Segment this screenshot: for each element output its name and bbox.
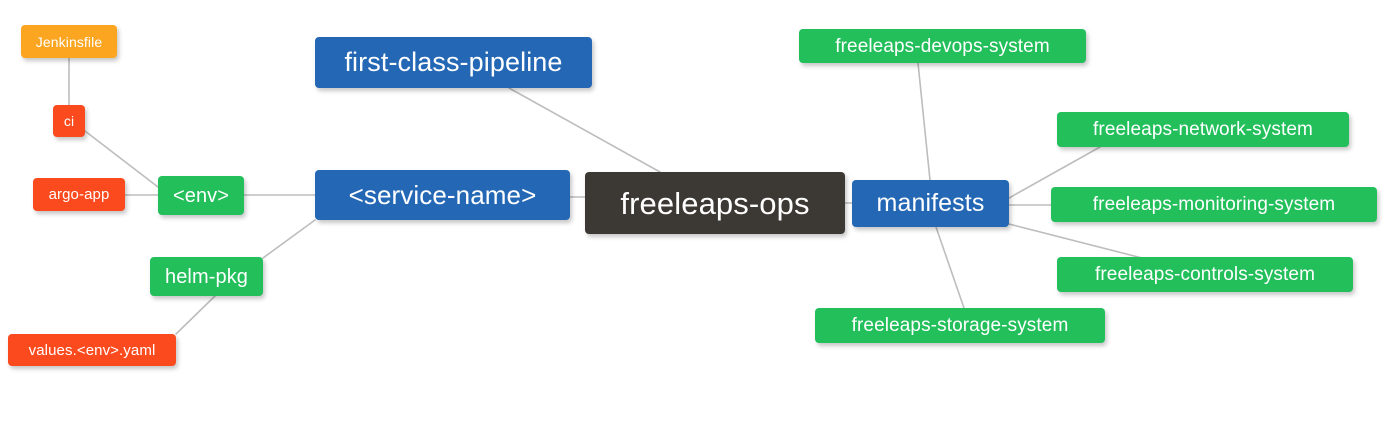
node-label-freeleaps-storage-system: freeleaps-storage-system	[851, 315, 1069, 336]
node-freeleaps-network-system[interactable]: freeleaps-network-system	[1057, 112, 1349, 147]
node-label-env: <env>	[172, 184, 230, 207]
edge-manifests-to-freeleaps-controls-system	[1008, 223, 1143, 259]
node-service-name[interactable]: <service-name>	[315, 170, 570, 220]
node-label-jenkinsfile: Jenkinsfile	[35, 33, 103, 50]
node-manifests[interactable]: manifests	[852, 180, 1009, 227]
node-values-env-yaml[interactable]: values.<env>.yaml	[8, 334, 176, 366]
node-freeleaps-controls-system[interactable]: freeleaps-controls-system	[1057, 257, 1353, 292]
node-argo-app[interactable]: argo-app	[33, 178, 125, 211]
node-freeleaps-devops-system[interactable]: freeleaps-devops-system	[799, 29, 1086, 63]
node-label-first-class-pipeline: first-class-pipeline	[344, 47, 563, 77]
node-freeleaps-monitoring-system[interactable]: freeleaps-monitoring-system	[1051, 187, 1377, 222]
edge-first-class-pipeline-to-freeleaps-ops	[508, 87, 661, 173]
node-env[interactable]: <env>	[158, 176, 244, 215]
node-label-argo-app: argo-app	[48, 186, 110, 203]
node-label-freeleaps-ops: freeleaps-ops	[620, 185, 810, 221]
edge-service-name-to-helm-pkg	[262, 219, 316, 259]
node-helm-pkg[interactable]: helm-pkg	[150, 257, 263, 296]
node-label-ci: ci	[63, 113, 75, 129]
node-first-class-pipeline[interactable]: first-class-pipeline	[315, 37, 592, 88]
edge-manifests-to-freeleaps-storage-system	[935, 226, 965, 309]
edge-manifests-to-freeleaps-devops-system	[917, 62, 931, 181]
node-ci[interactable]: ci	[53, 105, 85, 137]
node-jenkinsfile[interactable]: Jenkinsfile	[21, 25, 117, 58]
node-freeleaps-ops[interactable]: freeleaps-ops	[585, 172, 845, 234]
node-label-manifests: manifests	[876, 189, 985, 217]
node-label-freeleaps-monitoring-system: freeleaps-monitoring-system	[1092, 194, 1336, 215]
node-label-freeleaps-controls-system: freeleaps-controls-system	[1094, 264, 1316, 285]
edge-helm-pkg-to-values-env-yaml	[175, 295, 216, 335]
node-label-values-env-yaml: values.<env>.yaml	[28, 341, 156, 359]
node-label-freeleaps-network-system: freeleaps-network-system	[1093, 119, 1313, 140]
node-label-freeleaps-devops-system: freeleaps-devops-system	[835, 35, 1050, 57]
node-label-service-name: <service-name>	[348, 180, 537, 210]
node-freeleaps-storage-system[interactable]: freeleaps-storage-system	[815, 308, 1105, 343]
node-label-helm-pkg: helm-pkg	[164, 265, 249, 288]
